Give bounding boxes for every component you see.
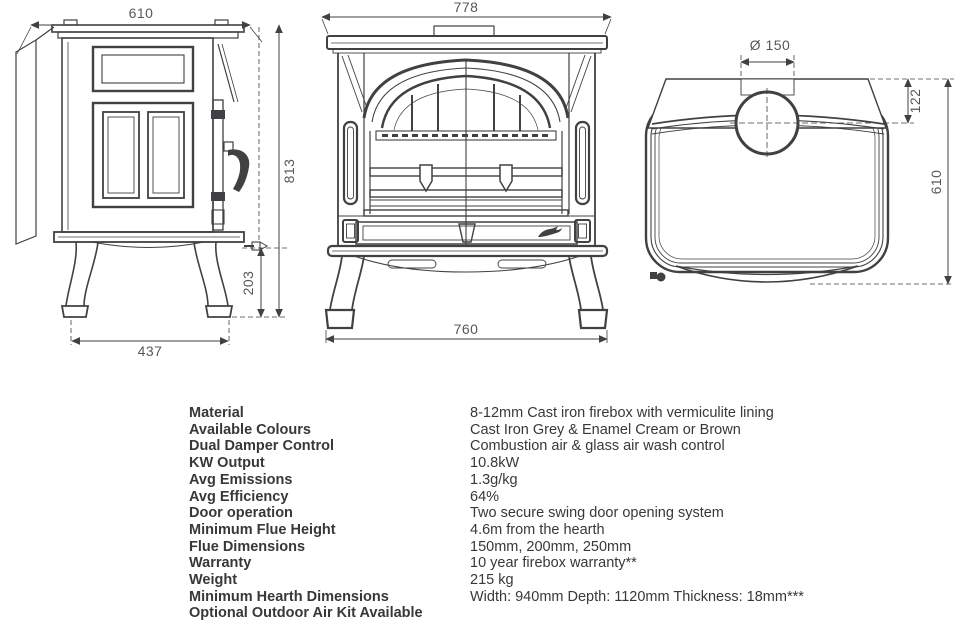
spec-value: Two secure swing door opening system (470, 505, 724, 522)
spec-row: Weight 215 kg (189, 572, 929, 589)
front-base-width-dim: 760 (454, 321, 479, 337)
spec-value: Combustion air & glass air wash control (470, 438, 725, 455)
spec-row: Avg Emissions 1.3g/kg (189, 472, 929, 489)
spec-table: Material 8-12mm Cast iron firebox with v… (189, 405, 929, 622)
spec-label: Material (189, 405, 244, 421)
spec-row: Available Colours Cast Iron Grey & Ename… (189, 422, 929, 439)
spec-label: Minimum Hearth Dimensions (189, 588, 389, 605)
top-depth-dim: 610 (928, 170, 944, 195)
side-leg-height-dim: 203 (240, 271, 256, 296)
spec-row: Minimum Flue Height 4.6m from the hearth (189, 522, 929, 539)
spec-row: Flue Dimensions 150mm, 200mm, 250mm (189, 539, 929, 556)
spec-label: Door operation (189, 505, 293, 522)
spec-label: Avg Emissions (189, 471, 293, 488)
spec-row: Door operation Two secure swing door ope… (189, 505, 929, 522)
front-view-dimensions (321, 13, 612, 343)
front-view-drawing (324, 25, 609, 330)
spec-label: Warranty (189, 555, 252, 572)
spec-value: 150mm, 200mm, 250mm (470, 538, 632, 555)
salamander-logo-icon (538, 226, 562, 237)
front-top-width-dim: 778 (454, 0, 479, 15)
spec-value: Width: 940mm Depth: 1120mm Thickness: 18… (470, 588, 804, 605)
spec-label: Available Colours (189, 421, 311, 438)
side-base-width-dim: 437 (138, 343, 163, 359)
spec-value: 10 year firebox warranty** (470, 555, 637, 572)
spec-value: 4.6m from the hearth (470, 521, 605, 538)
spec-value: 10.8kW (470, 455, 520, 472)
top-view-dimensions (730, 55, 954, 285)
spec-label: Weight (189, 572, 238, 589)
spec-value: Cast Iron Grey & Enamel Cream or Brown (470, 421, 741, 438)
spec-row: Optional Outdoor Air Kit Available (189, 605, 929, 622)
spec-value: 64% (470, 488, 500, 505)
spec-label: Flue Dimensions (189, 538, 306, 555)
side-height-dim: 813 (281, 159, 297, 184)
spec-label: Avg Efficiency (189, 488, 289, 505)
spec-row: Material 8-12mm Cast iron firebox with v… (189, 405, 929, 422)
spec-row: Dual Damper Control Combustion air & gla… (189, 438, 929, 455)
spec-row: Warranty 10 year firebox warranty** (189, 555, 929, 572)
side-view-dimensions (16, 21, 290, 345)
spec-label: Minimum Flue Height (189, 521, 336, 538)
spec-label: KW Output (189, 455, 265, 472)
spec-row: Avg Efficiency 64% (189, 489, 929, 506)
side-view-drawing (15, 19, 269, 318)
spec-value (470, 605, 929, 622)
technical-drawings: 610 813 203 437 (15, 0, 954, 359)
spec-value: 1.3g/kg (470, 471, 518, 488)
spec-row: Minimum Hearth Dimensions Width: 940mm D… (189, 589, 929, 606)
spec-value: 8-12mm Cast iron firebox with vermiculit… (470, 405, 774, 421)
side-top-width-dim: 610 (129, 5, 154, 21)
spec-value: 215 kg (470, 572, 514, 589)
spec-label: Dual Damper Control (189, 438, 335, 455)
door-handle (223, 141, 250, 192)
flue-offset-dim: 122 (907, 89, 923, 114)
flue-diameter-dim: Ø 150 (750, 37, 791, 53)
spec-row: KW Output 10.8kW (189, 455, 929, 472)
spec-label: Optional Outdoor Air Kit Available (189, 605, 423, 622)
